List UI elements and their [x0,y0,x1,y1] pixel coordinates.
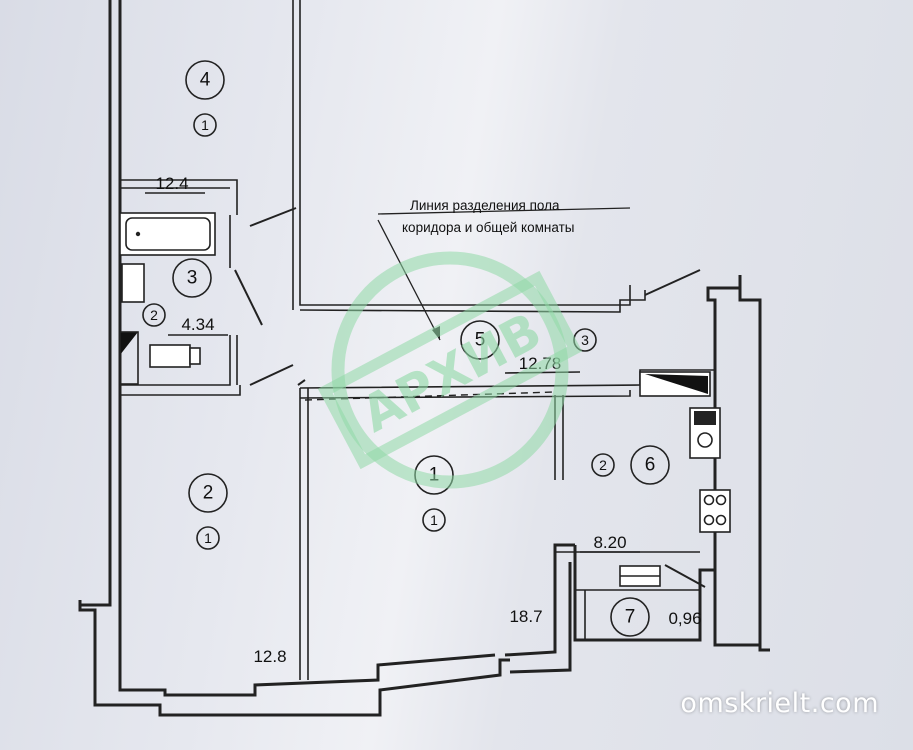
annotation-line-1: Линия разделения пола [410,198,560,213]
site-watermark: omskrielt.com [680,688,879,719]
room-4-number: 4 [200,70,211,91]
annotation-pointer [377,219,441,341]
doors [234,207,706,588]
room-6-number: 6 [645,455,656,476]
room-2-number: 2 [203,483,214,504]
room-2-area: 12.8 [253,647,286,666]
room-3-area: 4.34 [181,315,214,334]
room-5-type: 3 [581,332,589,348]
stove-icon [699,489,731,533]
room-1-area: 18.7 [509,607,542,626]
room-6-type: 2 [599,457,607,473]
room-areas: 12.4 4.34 12.8 18.7 12.78 8.20 0,96 [155,174,701,666]
room-1-type: 1 [430,512,438,528]
room-2-type: 1 [204,530,212,546]
room-4-type: 1 [201,117,209,133]
sink-icon [121,263,145,303]
room-3-type: 2 [150,307,158,323]
room-5-number: 5 [475,330,486,351]
kitchen-sink-icon [689,407,721,459]
shaft-frame [119,331,139,385]
closet-shelf-icon [619,565,661,587]
kitchen-shaft-icon [639,371,711,397]
room-7-area: 0,96 [668,609,701,628]
archive-stamp: АРХИВ [317,251,583,489]
interior-walls [120,0,715,680]
room-3-number: 3 [187,268,198,289]
shaft-icon [120,332,138,355]
room-4-area: 12.4 [155,174,188,193]
room-6-area: 8.20 [593,533,626,552]
room-7-number: 7 [625,607,636,628]
annotation-underline [377,207,631,215]
bathtub-icon [119,212,216,256]
annotation-line-2: коридора и общей комнаты [402,220,574,235]
exterior-walls [78,0,770,717]
toilet-icon [149,344,201,368]
